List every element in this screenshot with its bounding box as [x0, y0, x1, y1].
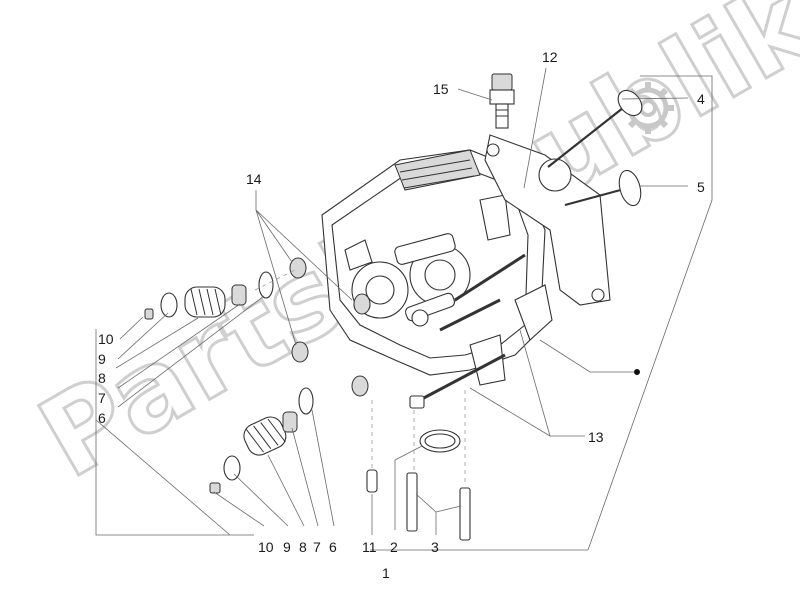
callout-13: 13 — [588, 429, 604, 445]
valve-intake — [547, 89, 643, 168]
valve-seal — [289, 257, 371, 397]
callout-9-lower: 9 — [283, 539, 291, 555]
leader-lines — [95, 67, 713, 551]
valve-spring-group-upper — [144, 271, 274, 320]
callout-10-lower: 10 — [258, 539, 274, 555]
callout-2: 2 — [390, 539, 398, 555]
callout-12: 12 — [542, 49, 558, 65]
callout-6-upper: 6 — [98, 410, 106, 426]
callout-6-lower: 6 — [329, 539, 337, 555]
callout-11: 11 — [362, 539, 377, 555]
callout-1: 1 — [382, 565, 390, 581]
callout-labels: 15 12 4 5 14 13 10 9 8 7 6 10 9 8 7 6 11… — [98, 49, 705, 581]
callout-4: 4 — [697, 91, 705, 107]
callout-7-upper: 7 — [98, 390, 106, 406]
callout-9-upper: 9 — [98, 351, 106, 367]
temperature-sensor — [489, 73, 515, 129]
valve-spring-group-lower — [209, 387, 314, 494]
valve-exhaust — [564, 169, 642, 207]
dowel-pin — [366, 469, 378, 493]
callout-8-lower: 8 — [299, 539, 307, 555]
callout-10-upper: 10 — [98, 331, 114, 347]
callout-7-lower: 7 — [313, 539, 321, 555]
callout-3: 3 — [431, 539, 439, 555]
head-bolt — [409, 353, 506, 409]
cylinder-head — [321, 149, 553, 386]
stud-bolts — [406, 472, 471, 541]
callout-8-upper: 8 — [98, 370, 106, 386]
callout-14: 14 — [246, 171, 262, 187]
callout-5: 5 — [697, 179, 705, 195]
o-ring-inner — [424, 433, 456, 449]
callout-15: 15 — [433, 81, 449, 97]
gasket — [484, 134, 611, 306]
